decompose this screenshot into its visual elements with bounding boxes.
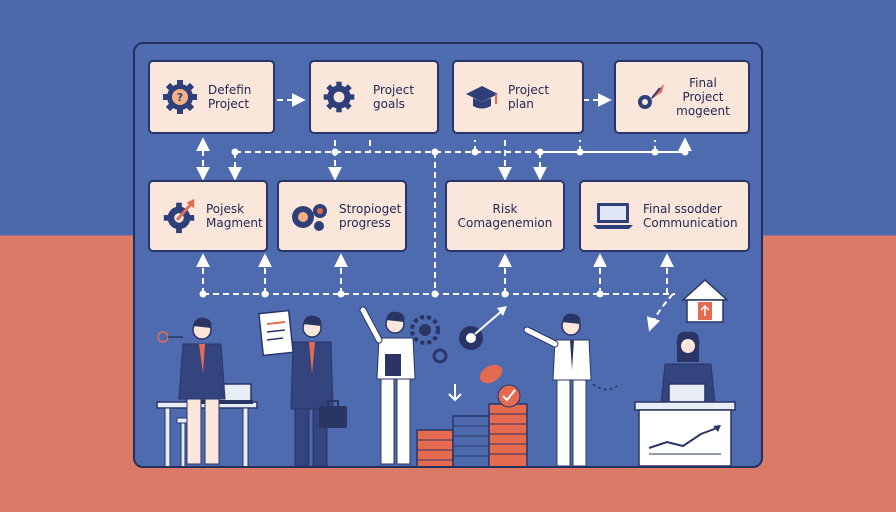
- card-label: Pojesk: [206, 202, 245, 216]
- gear-arrow-icon: [163, 198, 195, 234]
- person-icon: [290, 315, 334, 466]
- card-label: Risk: [492, 202, 518, 216]
- chart-icon: [634, 401, 736, 466]
- card-label: Project: [508, 83, 550, 97]
- person-icon: [660, 331, 716, 405]
- person-icon: [359, 306, 416, 465]
- card-label: plan: [508, 97, 534, 111]
- card-label: Stropioget: [339, 202, 402, 216]
- card-label: Final: [689, 76, 717, 90]
- person-icon: [523, 313, 618, 466]
- rocket-gear-icon: [638, 84, 665, 109]
- gear-icon: [323, 81, 355, 113]
- card-label: Final ssodder: [643, 202, 722, 216]
- house-icon: [681, 278, 729, 323]
- card-label: goals: [373, 97, 405, 111]
- connector-lines: [196, 93, 692, 332]
- gear-question-icon: ?: [163, 80, 197, 114]
- graduation-cap-icon: [466, 86, 498, 109]
- card-label: Magment: [206, 216, 263, 230]
- card-label: Project: [373, 83, 415, 97]
- card-label: progress: [339, 216, 391, 230]
- scene-illustration: [156, 278, 736, 466]
- card-label: Comagenemion: [457, 216, 553, 230]
- briefcase-icon: [319, 400, 347, 428]
- person-icon: [157, 317, 226, 465]
- gears-icon: [292, 204, 327, 231]
- card-label: Defefin: [208, 83, 252, 97]
- gear-icon: [410, 306, 507, 364]
- coin-stack-icon: [416, 364, 528, 466]
- card-label: Project: [682, 90, 724, 104]
- laptop-icon: [593, 203, 633, 229]
- document-icon: [258, 309, 294, 357]
- card-label: mogeent: [676, 104, 730, 118]
- card-label: Communication: [643, 216, 738, 230]
- svg-text:?: ?: [177, 91, 183, 104]
- card-label: Project: [208, 97, 250, 111]
